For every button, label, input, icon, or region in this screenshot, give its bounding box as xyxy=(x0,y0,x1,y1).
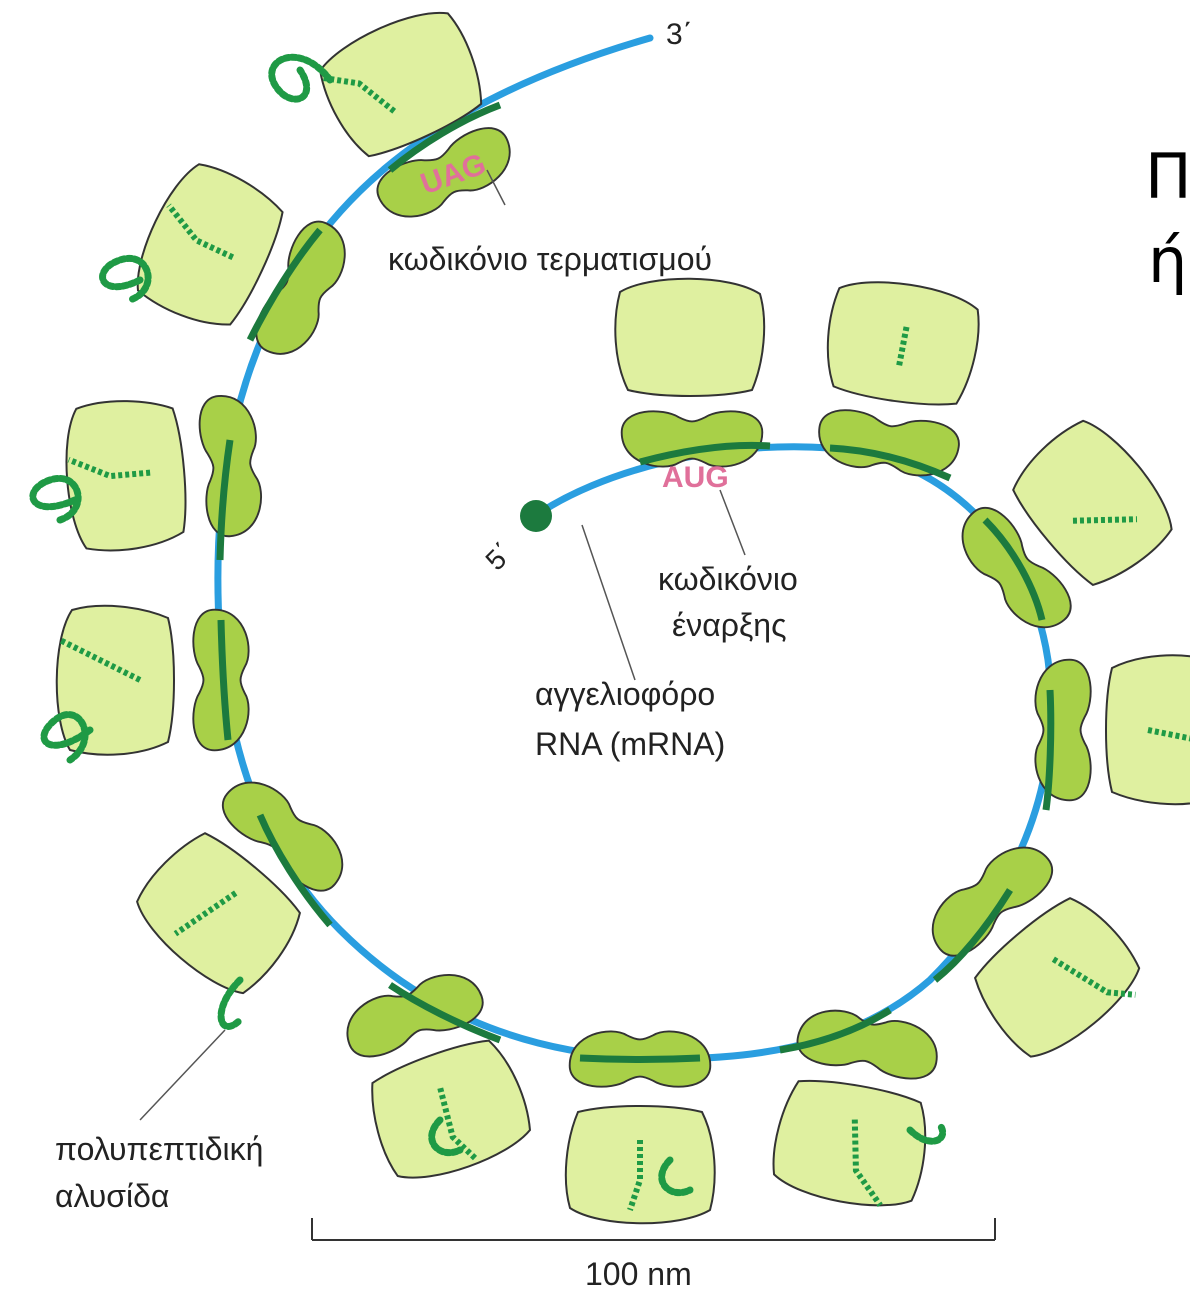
polypeptide-label-line1: πολυπεπτιδική xyxy=(55,1131,263,1167)
start-codon-label-line1: κωδικόνιο xyxy=(658,561,798,597)
ribosome-3 xyxy=(945,409,1186,645)
ribosome-6 xyxy=(767,1004,946,1215)
ribosome-1 xyxy=(615,279,764,467)
start-codon-sequence: AUG xyxy=(662,461,729,494)
ribosome-8 xyxy=(334,962,539,1191)
ribosome-13 xyxy=(310,0,524,231)
ribosome-5 xyxy=(915,830,1154,1075)
mrna-label-line2: RNA (mRNA) xyxy=(535,726,725,762)
mrna-label-line1: αγγελιοφόρο xyxy=(535,676,715,712)
ribosome-4 xyxy=(1035,655,1190,804)
ribosome-12 xyxy=(124,154,359,369)
side-text-line1: Π xyxy=(1145,140,1190,213)
start-codon-label-line2: έναρξης xyxy=(672,607,787,643)
side-text-line2: ή xyxy=(1148,224,1187,297)
mrna-strand xyxy=(218,38,1051,1059)
ribosome-9 xyxy=(124,765,360,1006)
three-prime-label: 3΄ xyxy=(666,18,693,51)
ribosome-11 xyxy=(61,389,265,554)
stop-codon-label: κωδικόνιο τερματισμού xyxy=(388,241,712,277)
five-prime-cap xyxy=(520,500,552,532)
polypeptide-label-line2: αλυσίδα xyxy=(55,1178,169,1214)
five-prime-label: 5΄ xyxy=(479,537,519,577)
scale-label: 100 nm xyxy=(585,1256,692,1292)
